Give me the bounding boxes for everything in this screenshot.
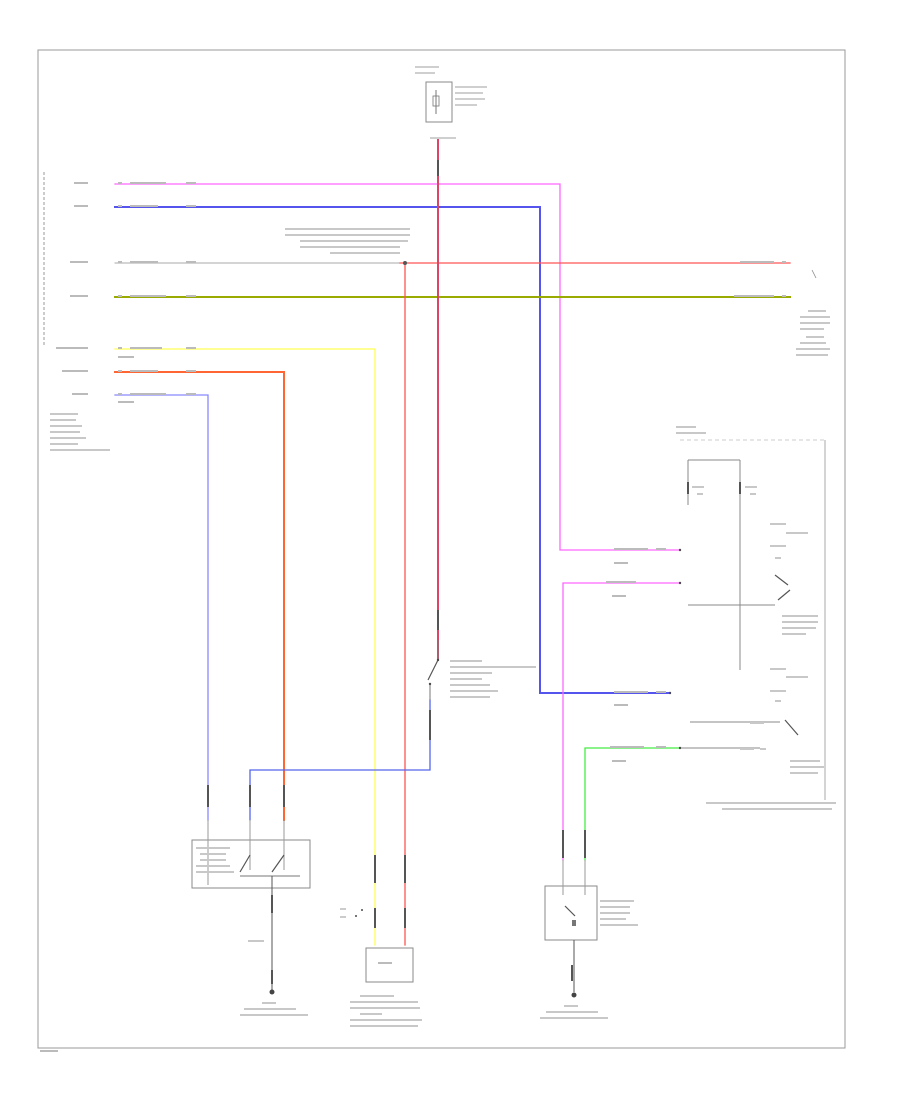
switch-symbol-icon [784, 719, 799, 736]
compressor-label-marks [350, 995, 422, 1027]
junction-dot [403, 261, 407, 265]
pressure-switch-label-marks [450, 660, 536, 698]
relay-label-marks [676, 426, 836, 810]
wire-green [584, 747, 681, 861]
connector-pin-icon [678, 548, 682, 552]
diagram-frame [37, 49, 846, 1049]
cooling-fan-relay [544, 860, 598, 992]
junction-label-marks [285, 228, 410, 254]
ground-label-marks-right [540, 1005, 608, 1019]
connector-pin-icon [678, 581, 682, 585]
wire-lavender [114, 394, 209, 821]
connector-pin-icon [678, 746, 682, 750]
wire-blue [114, 206, 671, 694]
wire-blue-lower [249, 699, 431, 821]
wire-orange [114, 371, 285, 821]
fan-relay-label-marks [600, 900, 638, 926]
wire-label-marks [56, 182, 786, 762]
dual-pressure-label-marks [196, 847, 264, 942]
connector-pin-icon [668, 691, 672, 695]
switch-symbol-icon [271, 854, 285, 873]
switch-symbol-icon [774, 574, 789, 586]
wire-yellow [114, 348, 376, 946]
pressure-switch [427, 610, 440, 700]
vertical-wire-label-marks [207, 160, 586, 984]
ground-symbol-icon [269, 989, 275, 995]
switch-symbol-icon [564, 905, 576, 917]
ecm-label-marks [50, 413, 110, 451]
dual-pressure-switch [191, 820, 311, 990]
fan-relay-panel [680, 439, 826, 800]
switch-symbol-icon [427, 659, 439, 681]
ground-label-marks-left [240, 1002, 308, 1016]
top-fuse-box [425, 81, 453, 123]
wire-pink [114, 183, 681, 551]
wire-pink-lower [562, 582, 681, 861]
switch-symbol-icon [239, 854, 251, 873]
right-connector-mark [811, 269, 817, 279]
right-label-marks [796, 310, 830, 356]
footer-mark [40, 1050, 58, 1052]
switch-symbol-icon [777, 589, 791, 601]
ground-symbol-icon [571, 992, 577, 998]
compressor-clutch [340, 908, 414, 983]
top-fuse-label-marks [415, 66, 487, 139]
fuse-body [432, 95, 440, 107]
